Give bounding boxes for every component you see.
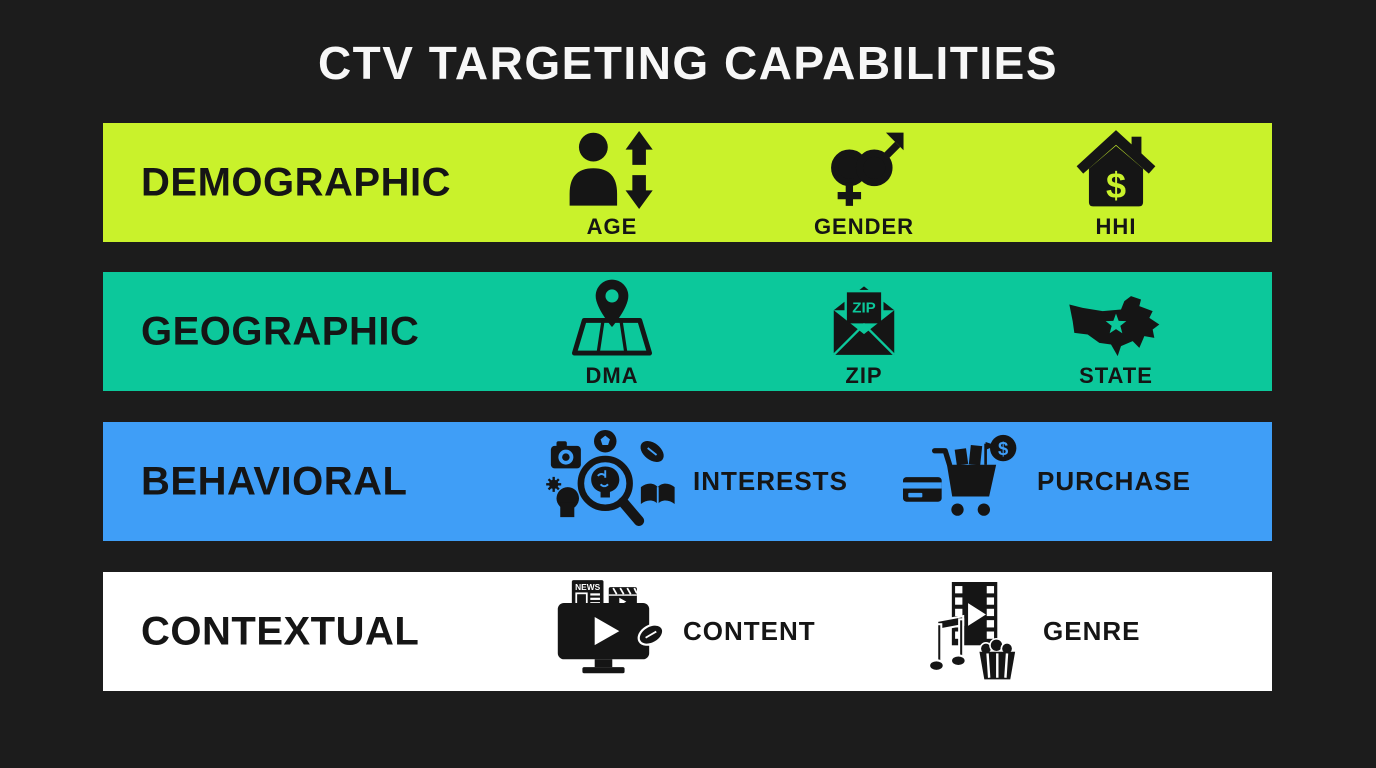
capability-label: INTERESTS	[693, 466, 848, 496]
usa-map-star-icon	[1066, 274, 1166, 358]
capability-label: DMA	[585, 363, 639, 388]
capability-dma: DMA	[486, 272, 738, 391]
row-demographic-label: DEMOGRAPHIC	[141, 160, 451, 204]
dollar-glyph: $	[1106, 165, 1126, 206]
shopping-cart-icon: $	[903, 433, 1019, 530]
zip-glyph: ZIP	[852, 300, 876, 317]
capability-label: AGE	[586, 214, 638, 239]
row-geographic-label: GEOGRAPHIC	[141, 309, 420, 353]
row-behavioral-label: BEHAVIORAL	[141, 459, 408, 503]
capability-genre: GENRE	[929, 572, 1140, 691]
row-contextual-label: CONTEXTUAL	[141, 609, 420, 653]
capability-interests: INTERESTS	[543, 422, 848, 541]
dollar-glyph: $	[998, 438, 1008, 459]
capability-age: AGE	[486, 123, 738, 242]
screen-content-icon: NEWS	[549, 579, 665, 684]
news-glyph: NEWS	[575, 581, 600, 591]
capability-zip: ZIP ZIP	[738, 272, 990, 391]
capability-state: STATE	[990, 272, 1242, 391]
capability-content: NEWS	[549, 572, 816, 691]
capability-label: HHI	[1095, 214, 1137, 239]
capability-hhi: $ HHI	[990, 123, 1242, 242]
map-pin-icon	[571, 274, 653, 358]
row-contextual: CONTEXTUAL NEWS	[103, 572, 1272, 691]
row-behavioral: BEHAVIORAL	[103, 422, 1272, 541]
capability-label: PURCHASE	[1037, 466, 1191, 496]
capability-label: STATE	[1079, 363, 1153, 388]
row-demographic-items: AGE GENDER	[486, 123, 1242, 242]
row-geographic-items: DMA ZIP ZIP	[486, 272, 1242, 391]
capability-label: GENRE	[1043, 616, 1141, 646]
interests-magnifier-brain-icon	[543, 429, 675, 534]
person-age-arrows-icon	[565, 125, 659, 209]
row-demographic: DEMOGRAPHIC AGE	[103, 123, 1272, 242]
filmstrip-genre-icon	[929, 582, 1025, 681]
page-title: CTV TARGETING CAPABILITIES	[317, 37, 1059, 89]
capability-label: CONTENT	[683, 616, 816, 646]
capability-gender: GENDER	[738, 123, 990, 242]
gender-symbols-icon	[823, 125, 905, 209]
house-dollar-icon: $	[1075, 125, 1157, 209]
capability-purchase: $ PURCHASE	[903, 422, 1191, 541]
row-geographic: GEOGRAPHIC DMA	[103, 272, 1272, 391]
zip-envelope-icon: ZIP	[824, 274, 904, 358]
capability-label: ZIP	[845, 363, 883, 388]
capability-label: GENDER	[813, 214, 915, 239]
